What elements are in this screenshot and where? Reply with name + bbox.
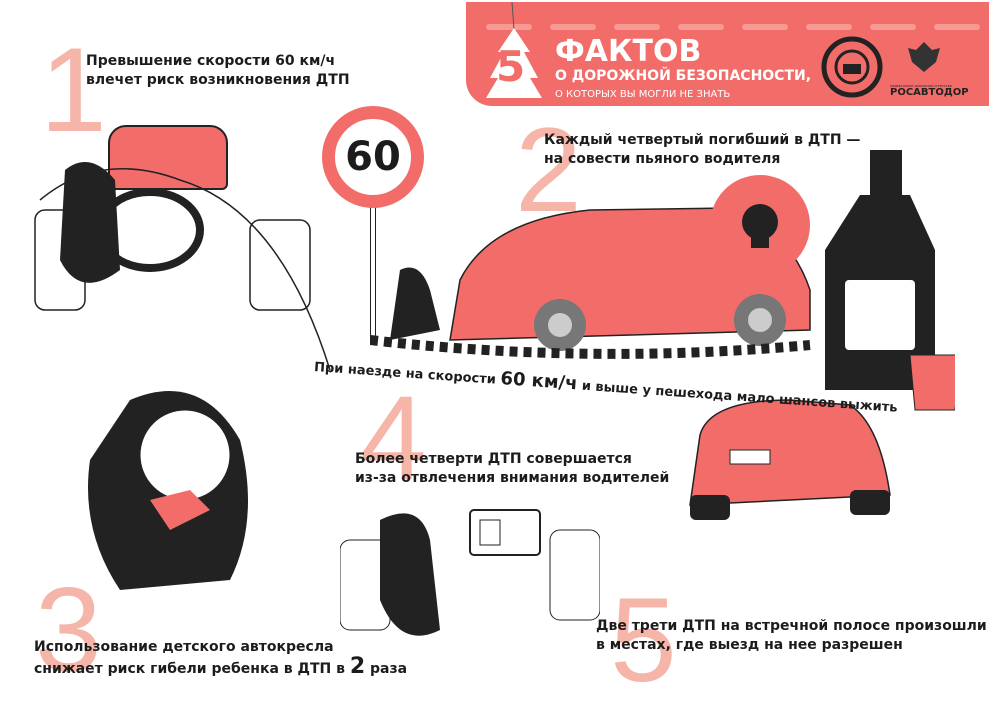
header-banner: 5 ФАКТОВ О ДОРОЖНОЙ БЕЗОПАСНОСТИ, О КОТО… xyxy=(466,2,989,106)
alcohol-bottle-skull-illustration xyxy=(710,150,955,411)
fact-5-text: Две трети ДТП на встречной полосе произо… xyxy=(596,618,987,653)
car-front-illustration xyxy=(108,125,228,190)
car-interior-illustration xyxy=(34,162,331,371)
fact-number-2: 2 xyxy=(515,103,582,237)
distracted-driver-illustration xyxy=(340,509,600,636)
child-car-seat-illustration xyxy=(88,391,248,590)
header-title: ФАКТОВ xyxy=(555,34,702,69)
header-subtitle: О ДОРОЖНОЙ БЕЗОПАСНОСТИ, xyxy=(555,68,812,84)
fact-number-5: 5 xyxy=(610,573,677,707)
tree-tag-icon xyxy=(486,2,542,98)
fact-number-1: 1 xyxy=(40,23,107,157)
fact-2-text: Каждый четвертый погибший в ДТП —на сове… xyxy=(544,132,861,167)
agency-name: РОСАВТОДОР xyxy=(890,87,969,98)
traffic-police-emblem-icon xyxy=(821,36,883,98)
header-tagline: О КОТОРЫХ ВЫ МОГЛИ НЕ ЗНАТЬ xyxy=(555,89,731,100)
agency-small-label: ФЕДЕРАЛЬНОЕ ДОРОЖНОЕ АГЕНТСТВО xyxy=(890,84,953,88)
badge-number: 5 xyxy=(496,42,526,91)
red-car-rear-illustration xyxy=(689,399,891,520)
eagle-emblem-icon xyxy=(908,42,940,72)
fact-number-3: 3 xyxy=(35,563,102,697)
fact-number-4: 4 xyxy=(360,371,427,505)
